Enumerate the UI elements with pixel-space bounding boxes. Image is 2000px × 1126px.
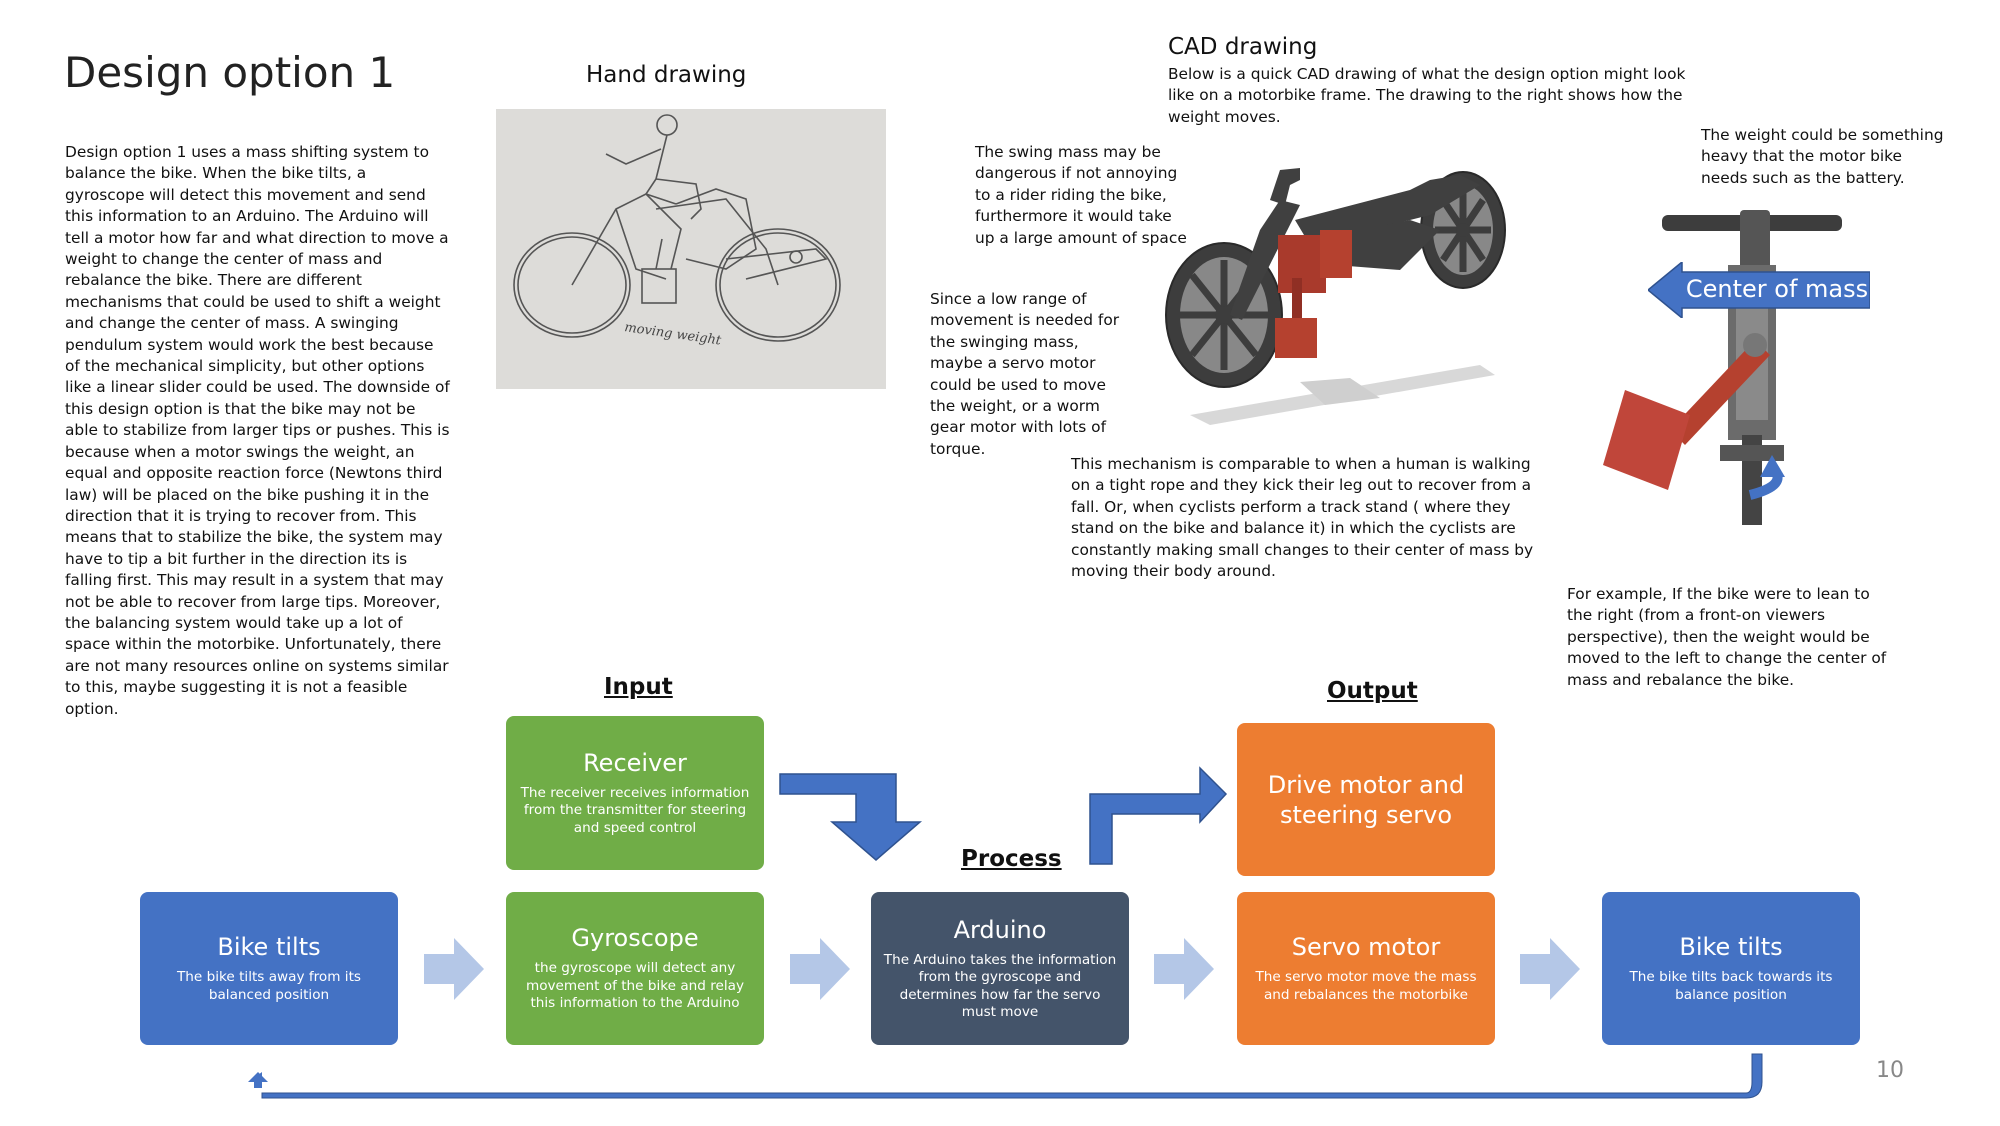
drive-motor-title: Drive motor and steering servo xyxy=(1267,770,1465,829)
sketch-bike-icon: moving weight xyxy=(496,109,886,389)
cad-intro: Below is a quick CAD drawing of what the… xyxy=(1168,65,1686,126)
receiver-desc: The receiver receives information from t… xyxy=(520,784,750,836)
center-of-mass-arrow: Center of mass xyxy=(1646,260,1871,320)
gyroscope-title: Gyroscope xyxy=(571,924,699,953)
input-label: Input xyxy=(604,674,673,700)
output-label: Output xyxy=(1327,678,1418,704)
design-description: Design option 1 uses a mass shifting sys… xyxy=(65,143,450,718)
gyroscope-box: Gyroscope the gyroscope will detect any … xyxy=(506,892,764,1045)
process-label: Process xyxy=(961,846,1062,872)
servo-note: Since a low range of movement is needed … xyxy=(930,290,1120,458)
page-number: 10 xyxy=(1876,1058,1904,1083)
servo-motor-title: Servo motor xyxy=(1291,933,1441,961)
chevron-arrow-icon xyxy=(424,938,484,1000)
receiver-title: Receiver xyxy=(583,748,687,777)
center-of-mass-label: Center of mass xyxy=(1685,275,1869,303)
pendulum-mechanism-icon xyxy=(1603,210,1842,525)
swing-mass-note: The swing mass may be dangerous if not a… xyxy=(975,143,1187,247)
bike-tilts-title: Bike tilts xyxy=(217,933,321,961)
arduino-box: Arduino The Arduino takes the informatio… xyxy=(871,892,1129,1045)
hand-drawing-image: moving weight xyxy=(496,109,886,389)
bike-tilts-back-title: Bike tilts xyxy=(1679,933,1783,961)
cad-motorbike-icon xyxy=(1165,168,1506,425)
mechanism-note: This mechanism is comparable to when a h… xyxy=(1071,455,1534,581)
example-note: For example, If the bike were to lean to… xyxy=(1567,585,1887,689)
drive-motor-box: Drive motor and steering servo xyxy=(1237,723,1495,876)
receiver-box: Receiver The receiver receives informati… xyxy=(506,716,764,870)
chevron-arrow-icon xyxy=(790,938,850,1000)
chevron-arrow-icon xyxy=(1520,938,1580,1000)
arduino-desc: The Arduino takes the information from t… xyxy=(883,951,1117,1021)
hand-drawing-heading: Hand drawing xyxy=(586,62,747,88)
weight-note: The weight could be something heavy that… xyxy=(1701,126,1944,187)
cad-heading: CAD drawing xyxy=(1168,34,1318,60)
cad-bike-render xyxy=(1150,160,1530,430)
bike-tilts-desc: The bike tilts away from its balanced po… xyxy=(177,969,361,1003)
gyroscope-desc: the gyroscope will detect any movement o… xyxy=(525,960,745,1012)
bike-tilts-back-desc: The bike tilts back towards its balance … xyxy=(1629,969,1833,1003)
servo-motor-desc: The servo motor move the mass and rebala… xyxy=(1255,969,1477,1003)
chevron-arrow-icon xyxy=(1154,938,1214,1000)
bent-arrow-up-icon xyxy=(1089,766,1228,865)
slide-title: Design option 1 xyxy=(64,48,396,97)
bike-tilts-back-box: Bike tilts The bike tilts back towards i… xyxy=(1602,892,1860,1045)
bike-tilts-box: Bike tilts The bike tilts away from its … xyxy=(140,892,398,1045)
return-loop-arrow-icon xyxy=(248,1053,1763,1099)
servo-motor-box: Servo motor The servo motor move the mas… xyxy=(1237,892,1495,1045)
center-of-mass-diagram xyxy=(1590,205,1890,555)
arduino-title: Arduino xyxy=(953,915,1047,944)
bent-arrow-down-icon xyxy=(779,773,923,861)
